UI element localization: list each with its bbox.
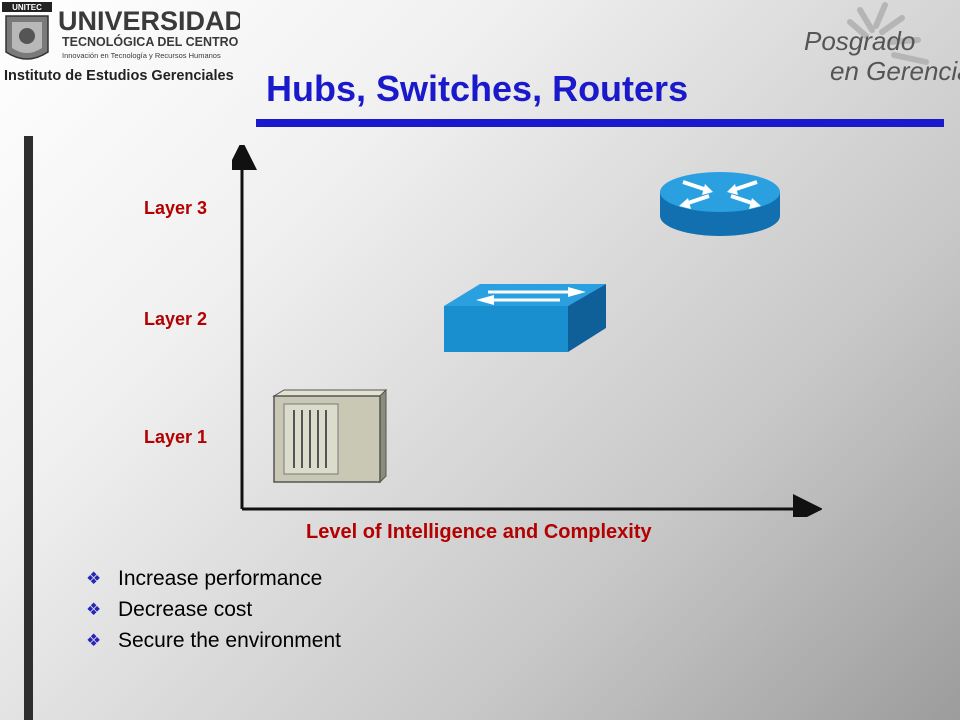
diamond-bullet-icon: ❖ [86,630,102,650]
list-item: ❖ Decrease cost [86,594,341,625]
left-vertical-rule [24,136,33,720]
svg-text:Posgrado: Posgrado [804,26,915,56]
posgrado-logo: Posgrado en Gerencia [804,2,960,86]
diagram-axes [232,145,822,517]
x-axis-label: Level of Intelligence and Complexity [306,521,652,543]
page-title: Hubs, Switches, Routers [266,68,689,109]
bullet-text: Decrease cost [118,597,253,621]
bullet-text: Secure the environment [118,628,341,652]
list-item: ❖ Secure the environment [86,625,341,656]
bullet-text: Increase performance [118,566,323,590]
layer-2-label: Layer 2 [144,309,208,329]
diamond-bullet-icon: ❖ [86,568,102,588]
svg-text:Innovación en Tecnología y Rec: Innovación en Tecnología y Recursos Huma… [62,51,221,60]
router-icon [660,172,780,236]
list-item: ❖ Increase performance [86,563,341,594]
unitec-logo: UNITEC UNIVERSIDAD TECNOLÓGICA DEL CENTR… [2,2,240,84]
diamond-bullet-icon: ❖ [86,599,102,619]
svg-text:UNIVERSIDAD: UNIVERSIDAD [58,6,240,36]
layer-1-label: Layer 1 [144,427,208,447]
svg-text:en Gerencia: en Gerencia [830,56,960,86]
svg-text:TECNOLÓGICA DEL CENTRO: TECNOLÓGICA DEL CENTRO [62,34,239,49]
layer-3-label: Layer 3 [144,198,208,218]
svg-text:Instituto de Estudios Gerencia: Instituto de Estudios Gerenciales [4,68,234,84]
switch-icon [444,284,606,352]
title-underline [256,119,944,127]
bullet-list: ❖ Increase performance ❖ Decrease cost ❖… [86,563,341,656]
hub-icon [272,388,388,484]
svg-text:UNITEC: UNITEC [12,3,42,12]
